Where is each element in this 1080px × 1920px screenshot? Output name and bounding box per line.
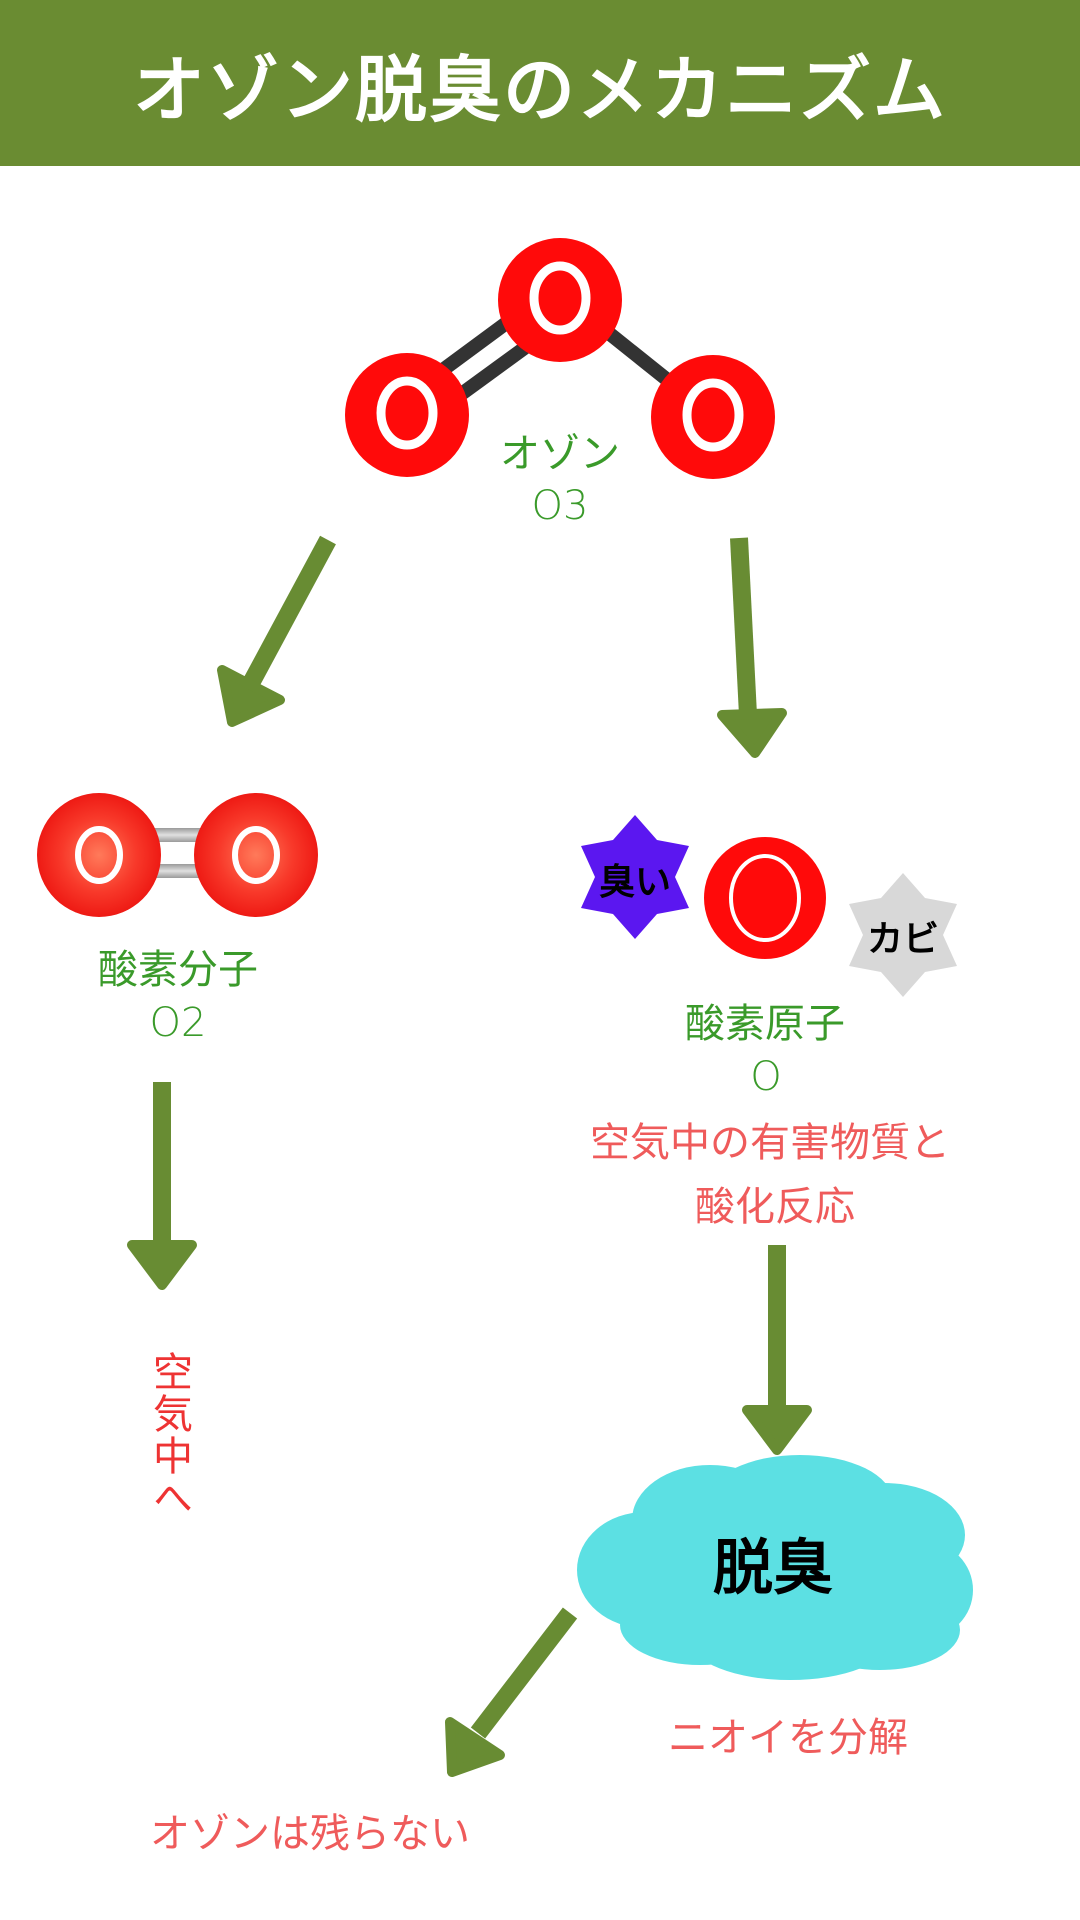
arrow-reaction-to-deodorize (742, 1245, 812, 1455)
arrow-ozone-to-o (717, 537, 787, 758)
o2-formula-label: O2 (149, 1000, 207, 1046)
result-label: オゾンは残らない (150, 1811, 470, 1857)
ozone-atom-left (345, 353, 469, 477)
o2-name-label: 酸素分子 (98, 947, 258, 993)
mold-badge-label: カビ (866, 919, 940, 960)
to-air-label: 空気中へ (146, 1351, 192, 1519)
reaction-line1-label: 空気中の有害物質と (590, 1120, 950, 1166)
o2-bond-a (150, 828, 206, 842)
header-banner: オゾン脱臭のメカニズム (0, 0, 1080, 166)
odor-star-badge (581, 815, 689, 939)
reaction-line2-label: 酸化反応 (695, 1184, 855, 1230)
deodorize-caption: ニオイを分解 (668, 1715, 908, 1761)
ozone-name-label: オゾン (500, 431, 620, 477)
arrow-deodorize-to-result (445, 1607, 578, 1777)
deodorize-label: 脱臭 (713, 1533, 833, 1604)
oxygen-atom-formula-label: O (750, 1054, 782, 1100)
deodorize-cloud (577, 1455, 973, 1680)
ozone-atom-top (498, 238, 622, 362)
arrow-ozone-to-o2 (217, 535, 336, 727)
o2-molecule (37, 793, 318, 917)
oxygen-atom (704, 837, 826, 959)
ozone-formula-label: O3 (531, 483, 589, 529)
mold-star-badge (849, 873, 957, 997)
arrow-o2-to-air (127, 1082, 197, 1290)
o2-atom-right (194, 793, 318, 917)
ozone-atom-right (651, 355, 775, 479)
odor-badge-label: 臭い (598, 862, 672, 903)
o2-atom-left (37, 793, 161, 917)
o2-bond-b (150, 864, 206, 878)
oxygen-atom-name-label: 酸素原子 (685, 1001, 845, 1047)
page-title: オゾン脱臭のメカニズム (132, 47, 947, 132)
